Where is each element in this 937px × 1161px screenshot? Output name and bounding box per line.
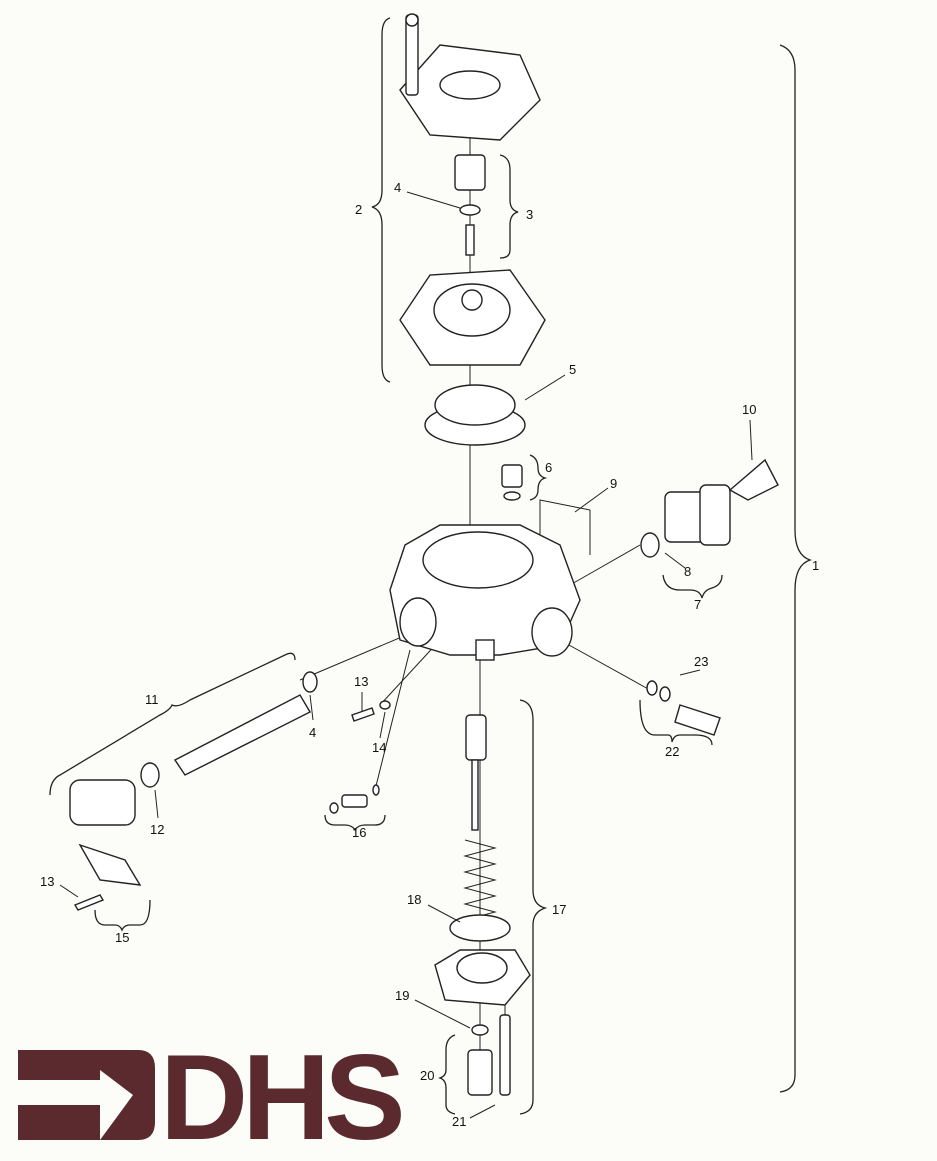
callout-brackets bbox=[49, 17, 813, 1115]
callout-21: 21 bbox=[452, 1114, 466, 1129]
inlet-fitting-part bbox=[640, 458, 779, 558]
leader-lines bbox=[59, 191, 753, 1119]
callout-9: 9 bbox=[610, 476, 617, 491]
u-bracket-part bbox=[539, 499, 591, 555]
upper-housing-part bbox=[399, 269, 546, 366]
callout-5: 5 bbox=[569, 362, 576, 377]
callout-15: 15 bbox=[115, 930, 129, 945]
main-body-part bbox=[389, 524, 581, 661]
callout-13: 13 bbox=[354, 674, 368, 689]
callout-18: 18 bbox=[407, 892, 421, 907]
callout-labels: 1 2 3 4 4 5 6 7 8 9 10 11 12 13 13 14 15… bbox=[40, 180, 819, 1129]
diaphragm-part bbox=[424, 384, 526, 446]
valve-part bbox=[454, 154, 486, 256]
callout-19: 19 bbox=[395, 988, 409, 1003]
callout-3: 3 bbox=[526, 207, 533, 222]
callout-11: 11 bbox=[145, 692, 159, 707]
callout-14: 14 bbox=[372, 740, 386, 755]
fitting-part bbox=[501, 464, 523, 501]
top-cover-part bbox=[399, 13, 541, 141]
callout-6: 6 bbox=[545, 460, 552, 475]
callout-4: 4 bbox=[394, 180, 401, 195]
callout-2: 2 bbox=[355, 202, 362, 217]
callout-13: 13 bbox=[40, 874, 54, 889]
logo-arrow-icon bbox=[18, 1050, 155, 1140]
callout-8: 8 bbox=[684, 564, 691, 579]
callout-12: 12 bbox=[150, 822, 164, 837]
callout-22: 22 bbox=[665, 744, 679, 759]
callout-4: 4 bbox=[309, 725, 316, 740]
lower-assembly-part bbox=[434, 714, 531, 1096]
shaft-part bbox=[69, 671, 318, 911]
callout-10: 10 bbox=[742, 402, 756, 417]
callout-1: 1 bbox=[812, 558, 819, 573]
screw-parts bbox=[329, 700, 391, 814]
callout-17: 17 bbox=[552, 902, 566, 917]
callout-16: 16 bbox=[352, 825, 366, 840]
callout-20: 20 bbox=[420, 1068, 434, 1083]
callout-23: 23 bbox=[694, 654, 708, 669]
callout-7: 7 bbox=[694, 597, 701, 612]
dhs-logo: DHS bbox=[18, 1029, 407, 1161]
plug-part bbox=[646, 680, 721, 736]
logo-text: DHS bbox=[160, 1029, 401, 1161]
